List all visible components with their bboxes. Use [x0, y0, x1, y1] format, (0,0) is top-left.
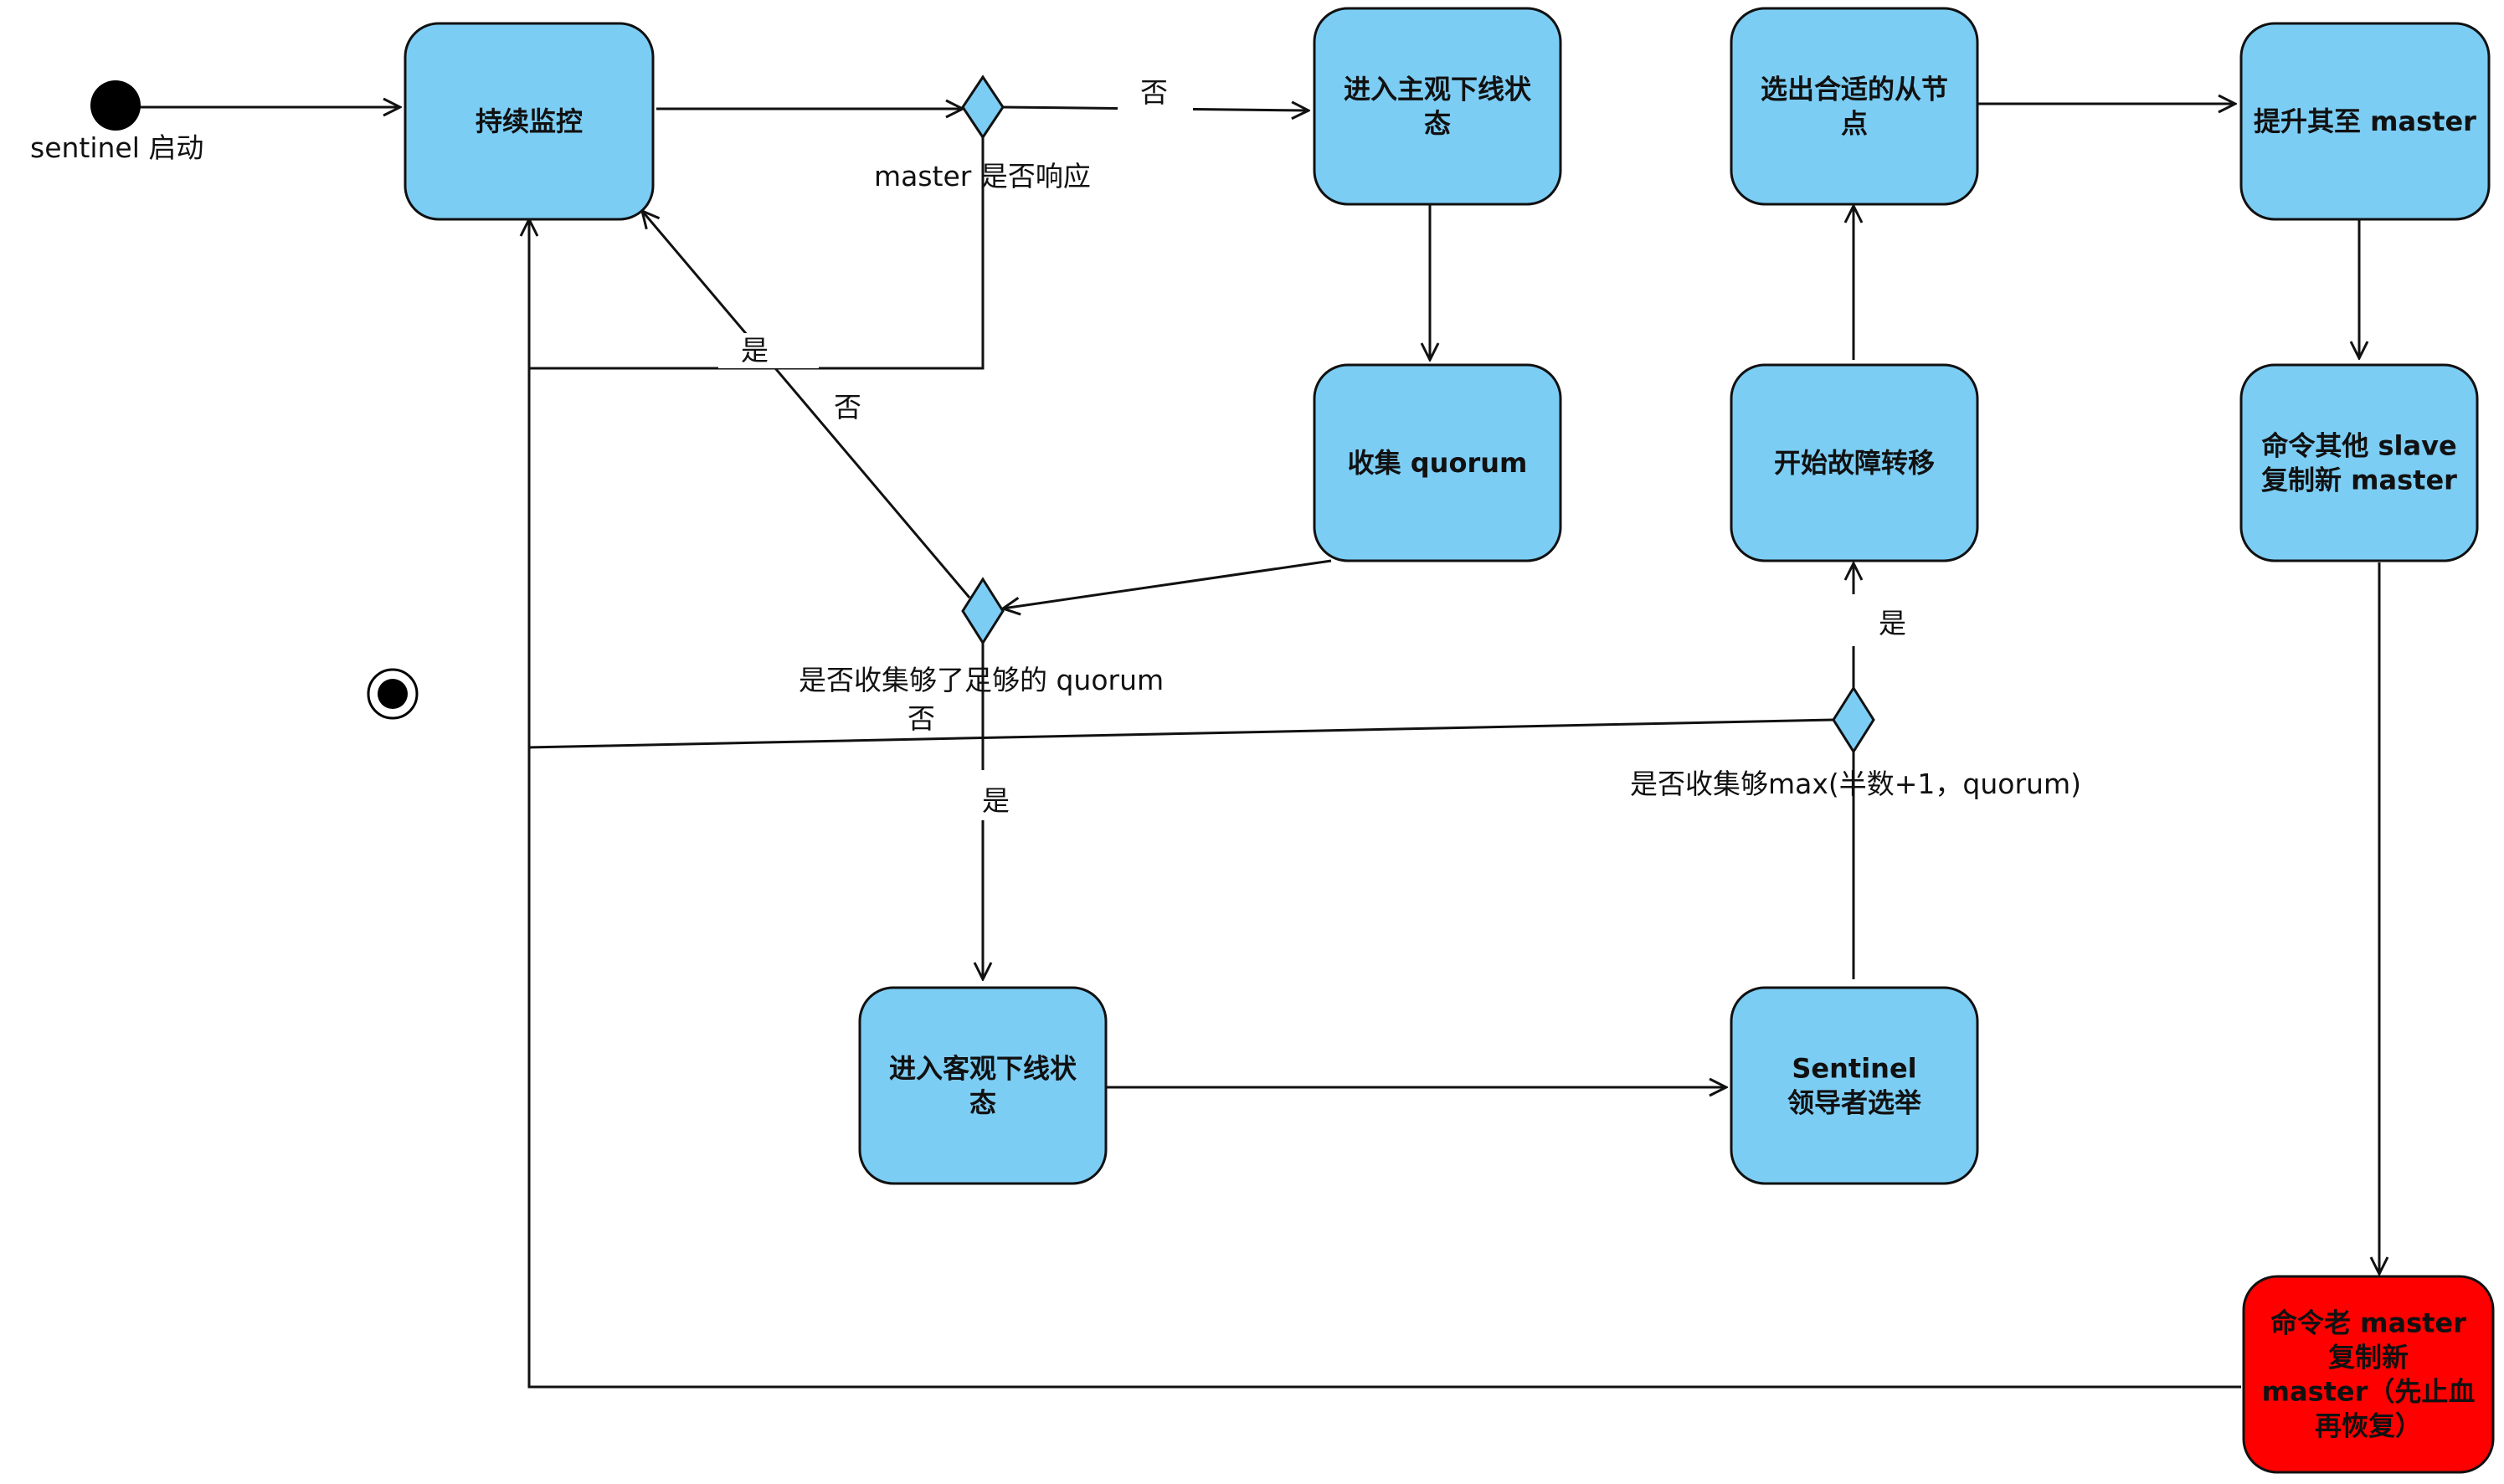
node-command-old-master-label-line: 复制新 [2328, 1342, 2409, 1374]
label-yes-1: 是 [741, 334, 769, 367]
decision-quorum-enough [961, 577, 1005, 645]
node-select-slave-box [1730, 7, 1979, 206]
label-majority: 是否收集够max(半数+1，quorum) [1630, 768, 2081, 800]
labels: 否 master 是否响应 是 否 是否收集够了足够的 quorum 否 是 是… [718, 76, 2081, 820]
label-yes-2: 是 [982, 784, 1010, 817]
node-start-failover-label-line: 开始故障转移 [1774, 447, 1935, 479]
node-continuous-monitoring-label-line: 持续监控 [476, 105, 583, 137]
edges [138, 104, 2379, 1389]
node-collect-quorum: 收集 quorum [1313, 363, 1562, 562]
node-select-slave-label-line: 点 [1841, 108, 1868, 140]
edge-decision1-yes-back [529, 137, 985, 370]
node-subjective-down-label-line: 进入主观下线状 [1344, 74, 1532, 105]
node-start-failover-box [1730, 363, 1979, 562]
node-promote-to-master-box [2239, 22, 2491, 221]
node-command-old-master-label-line: master（先止血 [2262, 1376, 2476, 1408]
node-command-old-master-label-line: 命令老 master [2270, 1307, 2466, 1339]
node-command-old-master-box [2242, 1275, 2495, 1474]
node-leader-election-box [1730, 986, 1979, 1185]
node-start-failover: 开始故障转移 [1730, 363, 1979, 562]
node-command-other-slaves-label-line: 复制新 master [2261, 465, 2457, 496]
edge-decision2-no-to-monitor [642, 211, 971, 598]
node-objective-down-label-line: 态 [969, 1087, 996, 1119]
label-no-3: 否 [908, 702, 935, 735]
end-point [367, 668, 419, 720]
node-continuous-monitoring-box [404, 22, 655, 221]
node-command-old-master-label-line: 再恢复） [2315, 1410, 2422, 1442]
node-subjective-down-label-line: 态 [1424, 108, 1451, 140]
node-promote-to-master-label-line: 提升其至 master [2254, 105, 2476, 137]
node-objective-down-label-line: 进入客观下线状 [889, 1053, 1077, 1085]
node-collect-quorum-label-line: 收集 quorum [1348, 447, 1528, 479]
node-command-other-slaves-label-line: 命令其他 slave [2261, 430, 2456, 462]
node-collect-quorum-box [1313, 363, 1562, 562]
node-continuous-monitoring: 持续监控 [404, 22, 655, 221]
node-promote-to-master: 提升其至 master [2239, 22, 2491, 221]
label-quorum-enough: 是否收集够了足够的 quorum [799, 664, 1164, 696]
start-point [90, 80, 141, 131]
node-leader-election-label-line: Sentinel [1792, 1053, 1916, 1085]
node-objective-down-box [858, 986, 1108, 1185]
edge-collect-to-decision2 [1003, 559, 1332, 608]
edge-old-master-loop-back [529, 219, 2241, 1389]
decision-master-responds [961, 74, 1005, 140]
label-no-2: 否 [834, 391, 861, 424]
start-label: sentinel 启动 [30, 131, 203, 164]
node-leader-election-label-line: 领导者选举 [1787, 1087, 1922, 1119]
label-master-responds: master 是否响应 [874, 160, 1091, 193]
node-command-other-slaves-box [2239, 363, 2479, 562]
label-yes-3: 是 [1879, 607, 1906, 639]
label-no-1: 否 [1140, 76, 1168, 109]
node-subjective-down-box [1313, 7, 1562, 206]
edge-decision3-no-back [528, 718, 1834, 749]
node-select-slave-label-line: 选出合适的从节 [1761, 74, 1948, 105]
decision-majority [1832, 686, 1875, 754]
decision-diamonds [961, 74, 1875, 754]
